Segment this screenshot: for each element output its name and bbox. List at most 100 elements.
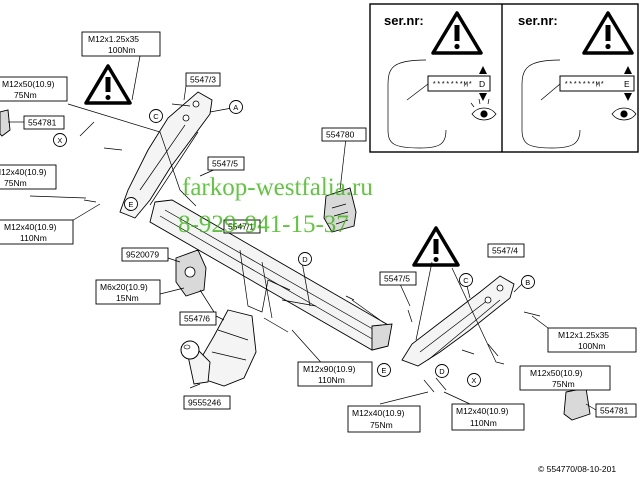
serial-title-right: ser.nr: [518,13,558,28]
svg-text:5547/3: 5547/3 [190,75,216,85]
svg-text:M12x40(10.9): M12x40(10.9) [4,222,57,232]
part-number-label: 5547/3 [185,72,221,87]
svg-text:D: D [439,367,445,376]
part-number-label: 5547/5 [379,271,417,286]
svg-text:C: C [463,276,469,285]
svg-text:100Nm: 100Nm [578,341,605,351]
serial-plate-right: *******M* E [559,66,635,101]
svg-text:M12x40(10.9): M12x40(10.9) [352,408,405,418]
svg-text:110Nm: 110Nm [20,233,47,243]
svg-text:M12x90(10.9): M12x90(10.9) [303,364,356,374]
serial-code-right: *******M* [564,82,605,90]
svg-text:M12x1.25x35: M12x1.25x35 [558,330,609,340]
part-number-label: 554781 [595,403,637,418]
watermark-site: farkop-westfalia.ru [182,174,373,201]
svg-text:75Nm: 75Nm [4,178,27,188]
eye-icon [611,107,637,121]
torque-spec-label: M12x1.25x35 100Nm [81,31,161,57]
svg-text:E: E [381,366,386,375]
callout-d: D [435,364,449,378]
svg-text:C: C [153,112,159,121]
watermark-phone: 8-929-941-15-37 [178,211,349,238]
warning-triangle-icon [431,11,483,55]
part-number-label: 5547/1 [223,219,261,234]
torque-spec-label: M12x50(10.9) 75Nm [519,365,611,391]
part-number-label: 5547/6 [179,311,217,326]
part-number-label: 9555246 [183,395,231,410]
callout-e: E [377,363,391,377]
cap-left-554781 [0,109,11,137]
part-number-label: 5547/4 [487,243,525,258]
svg-text:15Nm: 15Nm [116,293,139,303]
svg-text:M6x20(10.9): M6x20(10.9) [100,282,148,292]
left-side-bracket [119,91,213,219]
torque-spec-label: M12x40(10.9) 110Nm [451,403,525,431]
torque-spec-label: M12x1.25x35 100Nm [547,327,637,353]
serial-title-left: ser.nr: [384,13,424,28]
callout-d: D [298,252,312,266]
eye-icon [470,98,497,121]
copyright-footer: © 554770/08-10-201 [538,464,616,474]
svg-text:M12x1.25x35: M12x1.25x35 [88,34,139,44]
svg-text:5547/5: 5547/5 [384,274,410,284]
svg-text:M12x40(10.9): M12x40(10.9) [456,406,509,416]
svg-text:A: A [233,103,238,112]
svg-text:75Nm: 75Nm [370,420,393,430]
torque-spec-label: M12x40(10.9) 75Nm [347,405,421,433]
callout-c: C [459,273,473,287]
svg-text:X: X [57,136,62,145]
part-number-label: 554781 [23,115,65,130]
torque-spec-label: M12x40(10.9) 75Nm [0,164,57,190]
svg-text:B: B [525,278,530,287]
svg-text:9555246: 9555246 [188,398,221,408]
svg-text:M12x40(10.9): M12x40(10.9) [0,167,47,177]
warning-triangle-icon [412,226,460,267]
callout-c: C [149,109,163,123]
callout-a: A [229,100,243,114]
cover-554780 [323,187,357,233]
svg-text:5547/5: 5547/5 [212,159,238,169]
ball-mount-housing [199,309,257,387]
svg-text:75Nm: 75Nm [552,379,575,389]
serial-variant-right: E [624,79,630,89]
svg-text:9520079: 9520079 [126,250,159,260]
beam-end-cap [371,323,393,351]
torque-spec-label: M6x20(10.9) 15Nm [95,279,161,305]
warning-triangle-icon [582,11,634,55]
warning-triangle-icon [84,64,132,105]
svg-text:X: X [471,376,476,385]
svg-text:5547/6: 5547/6 [184,314,210,324]
callout-x: X [53,133,67,147]
part-number-label: 554780 [321,127,367,142]
leader-lines [8,55,597,411]
svg-text:M12x50(10.9): M12x50(10.9) [2,79,55,89]
svg-text:110Nm: 110Nm [470,418,497,428]
part-number-label: 5547/5 [207,156,245,171]
torque-spec-label: M12x50(10.9) 75Nm [0,76,68,102]
callout-e: E [124,197,138,211]
bolts [79,103,541,393]
serial-plate-left: *******M* D [427,66,491,101]
svg-text:75Nm: 75Nm [14,90,37,100]
svg-text:M12x50(10.9): M12x50(10.9) [530,368,583,378]
callout-b: B [521,275,535,289]
torque-spec-label: M12x90(10.9) 110Nm [297,361,373,387]
svg-text:D: D [302,255,308,264]
svg-text:E: E [128,200,133,209]
tow-ball [180,340,211,385]
svg-text:5547/1: 5547/1 [228,222,254,232]
svg-text:554780: 554780 [326,130,355,140]
svg-text:554781: 554781 [600,406,629,416]
serial-code-left: *******M* [432,82,473,90]
svg-text:100Nm: 100Nm [108,45,135,55]
callout-x: X [467,373,481,387]
torque-spec-label: M12x40(10.9) 110Nm [0,219,74,245]
serial-variant-left: D [479,79,485,89]
svg-text:554781: 554781 [28,118,57,128]
svg-text:5547/4: 5547/4 [492,246,518,256]
svg-text:110Nm: 110Nm [318,375,345,385]
part-number-label: 9520079 [121,247,169,262]
serial-number-panel: ser.nr: *******M* D ser.nr: [369,3,639,153]
